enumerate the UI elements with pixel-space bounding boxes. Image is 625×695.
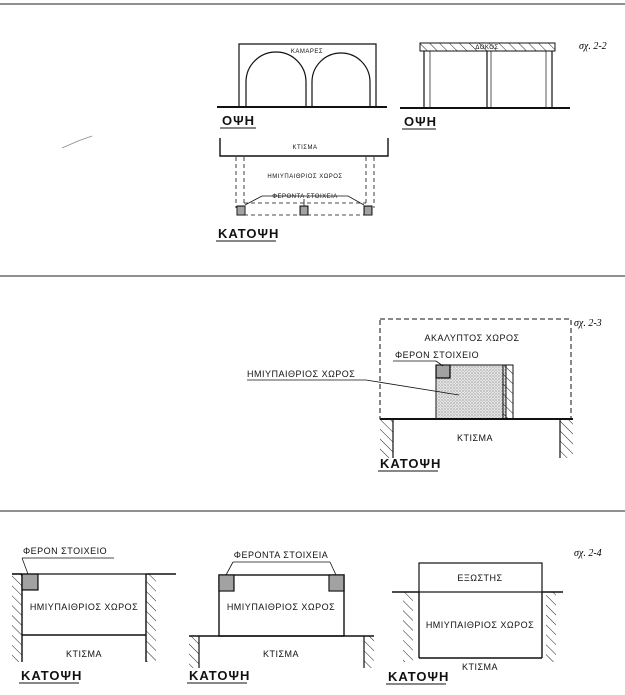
figure-2-2: σχ. 2-2 ΚΑΜΑΡΕΣ ΟΨΗ ΔΟΚΟΣ ΟΨΗ	[216, 41, 607, 242]
plan-title: ΚΑΤΟΨΗ	[189, 668, 250, 683]
building-label: ΚΤΙΣΜΑ	[66, 649, 102, 659]
stray-mark	[61, 135, 93, 149]
plan-title: ΚΑΤΟΨΗ	[380, 456, 441, 471]
figure-number: σχ. 2-2	[579, 41, 607, 52]
plan-right: ΕΞΩΣΤΗΣ ΗΜΙΥΠΑΙΘΡΙΟΣ ΧΩΡΟΣ ΚΤΙΣΜΑ ΚΑΤΟΨΗ	[386, 562, 563, 685]
semi-open-box	[218, 574, 345, 637]
elevation-title-right: ΟΨΗ	[404, 114, 437, 129]
arches-elevation: ΚΑΜΑΡΕΣ ΟΨΗ	[217, 43, 387, 129]
building-hatch-right	[146, 574, 156, 662]
building-hatch-left	[189, 636, 199, 668]
arches-label: ΚΑΜΑΡΕΣ	[291, 49, 323, 55]
bearing-box	[21, 573, 39, 591]
bearing-box-left	[218, 574, 235, 592]
building-label: ΚΤΙΣΜΑ	[292, 145, 317, 151]
plan-title: ΚΑΤΟΨΗ	[388, 669, 449, 684]
figure-number: σχ. 2-3	[574, 318, 602, 329]
bearing-element-box	[435, 364, 451, 379]
bearing-elements-label: ΦΕΡΟΝΤΑ ΣΤΟΙΧΕΙΑ	[272, 194, 338, 200]
bearing-label: ΦΕΡΟΝΤΑ ΣΤΟΙΧΕΙΑ	[234, 550, 328, 560]
pillar-right	[363, 205, 373, 216]
bearing-label: ΦΕΡΟΝ ΣΤΟΙΧΕΙΟ	[23, 546, 107, 556]
elevation-title-left: ΟΨΗ	[222, 113, 255, 128]
building-hatch-right	[546, 592, 556, 662]
building-label: ΚΤΙΣΜΑ	[462, 662, 498, 672]
figure-2-3: σχ. 2-3 ΑΚΑΛΥΠΤΟΣ ΧΩΡΟΣ ΦΕΡΟΝ ΣΤΟΙΧΕΙΟ Η…	[247, 318, 602, 472]
balcony-box	[418, 562, 543, 593]
building-label: ΚΤΙΣΜΑ	[263, 649, 299, 659]
building-hatch-left	[403, 592, 413, 662]
open-space-label: ΑΚΑΛΥΠΤΟΣ ΧΩΡΟΣ	[424, 333, 519, 343]
semi-open-label: ΗΜΙΥΠΑΙΘΡΙΟΣ ΧΩΡΟΣ	[426, 620, 534, 630]
building-hatch-right	[364, 636, 374, 668]
figure-2-4: σχ. 2-4 ΦΕΡΟΝ ΣΤΟΙΧΕΙΟ ΗΜΙΥΠΑΙΘΡΙΟΣ ΧΩΡΟ…	[12, 546, 602, 685]
balcony-label: ΕΞΩΣΤΗΣ	[457, 573, 502, 583]
semi-open-label: ΗΜΙΥΠΑΙΘΡΙΟΣ ΧΩΡΟΣ	[30, 602, 138, 612]
building-hatch-left	[380, 419, 393, 458]
bearing-box-right	[328, 574, 345, 592]
beam-elevation: ΔΟΚΟΣ ΟΨΗ	[400, 42, 570, 130]
plan-2-2: ΚΤΙΣΜΑ ΗΜΙΥΠΑΙΘΡΙΟΣ ΧΩΡΟΣ ΦΕΡΟΝΤΑ ΣΤΟΙΧΕ…	[216, 138, 389, 242]
building-hatch-left	[12, 574, 22, 662]
plan-title: ΚΑΤΟΨΗ	[21, 668, 82, 683]
plan-title: ΚΑΤΟΨΗ	[218, 226, 279, 241]
pillar-left	[236, 205, 246, 216]
figure-number: σχ. 2-4	[574, 548, 602, 559]
plan-left: ΦΕΡΟΝ ΣΤΟΙΧΕΙΟ ΗΜΙΥΠΑΙΘΡΙΟΣ ΧΩΡΟΣ ΚΤΙΣΜΑ…	[12, 546, 176, 684]
wall-strip	[502, 364, 514, 420]
semi-open-label: ΗΜΙΥΠΑΙΘΡΙΟΣ ΧΩΡΟΣ	[267, 174, 342, 180]
beam-label: ΔΟΚΟΣ	[475, 45, 498, 51]
semi-open-label: ΗΜΙΥΠΑΙΘΡΙΟΣ ΧΩΡΟΣ	[227, 602, 335, 612]
plan-middle: ΦΕΡΟΝΤΑ ΣΤΟΙΧΕΙΑ ΗΜΙΥΠΑΙΘΡΙΟΣ ΧΩΡΟΣ ΚΤΙΣ…	[187, 550, 374, 684]
building-hatch-right	[560, 419, 573, 458]
pillar-middle	[299, 205, 309, 216]
semi-open-label: ΗΜΙΥΠΑΙΘΡΙΟΣ ΧΩΡΟΣ	[247, 369, 355, 379]
bearing-element-label: ΦΕΡΟΝ ΣΤΟΙΧΕΙΟ	[395, 350, 479, 360]
building-label: ΚΤΙΣΜΑ	[457, 433, 493, 443]
